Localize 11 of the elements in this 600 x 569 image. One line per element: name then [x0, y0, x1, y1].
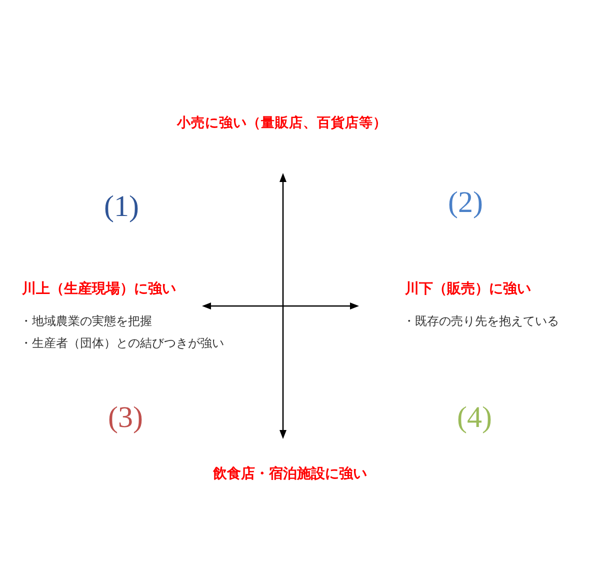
- axis-label: 小売に強い（量販店、百貨店等）: [177, 115, 387, 131]
- bullet-text: ・既存の売り先を抱えている: [403, 315, 559, 329]
- axis-label: 川上（生産現場）に強い: [22, 280, 176, 296]
- quadrant-number: (1): [104, 190, 139, 224]
- bullet-text: ・生産者（団体）との結びつきが強い: [20, 337, 224, 351]
- quadrant-number: (2): [448, 186, 483, 220]
- axis-label: 飲食店・宿泊施設に強い: [213, 465, 367, 482]
- bullet-text: ・地域農業の実態を把握: [20, 315, 152, 329]
- quadrant-number: (3): [108, 401, 143, 436]
- axis-label: 川下（販売）に強い: [405, 280, 531, 296]
- quadrant-number: (4): [457, 401, 492, 436]
